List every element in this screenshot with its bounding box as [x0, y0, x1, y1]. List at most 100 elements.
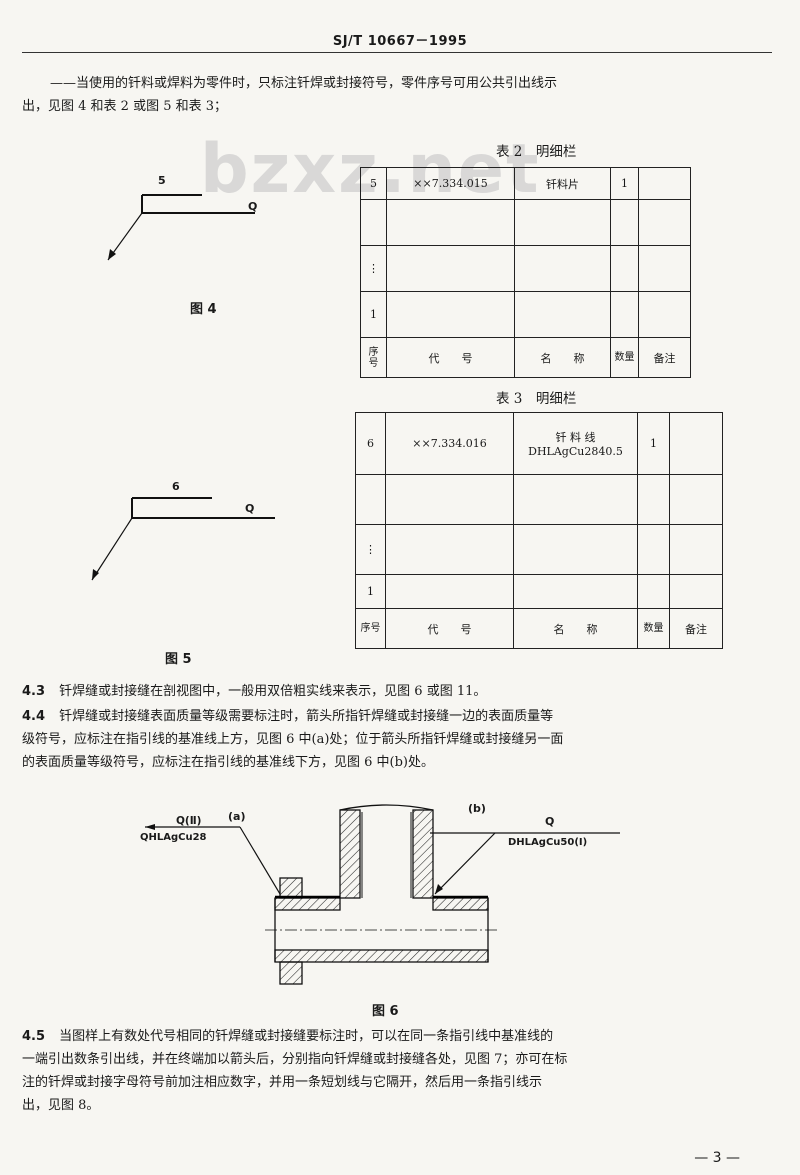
t2-h-qty: 数量	[610, 337, 639, 378]
t2-name	[514, 291, 611, 338]
t3-code	[385, 524, 514, 575]
page-number: — 3 —	[694, 1150, 740, 1166]
t3-remark	[669, 524, 723, 575]
section-4-3: 4.3 钎焊缝或封接缝在剖视图中，一般用双倍粗实线来表示，见图 6 或图 11。	[22, 680, 772, 703]
t3-remark	[669, 574, 723, 609]
section-4-3-number: 4.3	[22, 684, 46, 699]
section-4-5-line1: 当图样上有数处代号相同的钎焊缝或封接缝要标注时，可以在同一条指引线中基准线的	[59, 1029, 554, 1044]
t3-seq: 1	[355, 574, 386, 609]
t3-name	[513, 524, 638, 575]
fig6-label-b: (b)	[468, 802, 486, 815]
section-4-4-line3: 的表面质量等级符号，应标注在指引线的基准线下方，见图 6 中(b)处。	[22, 755, 435, 770]
figure-5-drawing	[91, 497, 275, 581]
table3-caption: 表 3 明细栏	[496, 391, 577, 407]
section-4-4-number: 4.4	[22, 709, 46, 724]
t3-name	[513, 574, 638, 609]
t2-h-code: 代 号	[386, 337, 515, 378]
t2-remark	[638, 167, 691, 200]
table-2: 5 ××7.334.015 钎料片 1 ⋮ 1 序号 代 号 名 称 数量 备注	[360, 167, 691, 378]
t3-h-name: 名 称	[513, 608, 638, 649]
section-4-4-line1: 钎焊缝或封接缝表面质量等级需要标注时，箭头所指钎焊缝或封接缝一边的表面质量等	[59, 709, 554, 724]
figure-6-drawing	[145, 804, 620, 985]
t2-code: ××7.334.015	[386, 167, 515, 200]
t3-name: 钎 料 线 DHLAgCu2840.5	[513, 412, 638, 475]
t2-code	[386, 291, 515, 338]
table-row: 1	[355, 574, 723, 609]
t2-code	[386, 245, 515, 292]
table-row: ⋮	[355, 524, 723, 575]
section-4-3-text: 钎焊缝或封接缝在剖视图中，一般用双倍粗实线来表示，见图 6 或图 11。	[59, 684, 487, 699]
fig6-b-bottom: DHLAgCu50(Ⅰ)	[508, 837, 588, 848]
t3-qty: 1	[637, 412, 670, 475]
fig6-b-top: Q	[545, 815, 555, 828]
fig5-symbol: Q	[245, 502, 255, 515]
t2-remark	[638, 245, 691, 292]
t3-name-line1: 钎 料 线	[555, 431, 596, 444]
fig6-a-bottom: QHLAgCu28	[140, 832, 207, 843]
header-rule	[22, 52, 772, 53]
intro-paragraph: ——当使用的钎料或焊料为零件时，只标注钎焊或封接符号，零件序号可用公共引出线示 …	[22, 72, 772, 118]
t3-name-line2: DHLAgCu2840.5	[528, 445, 623, 458]
t2-remark	[638, 199, 691, 246]
table-row: 1	[360, 291, 691, 338]
fig4-seq-number: 5	[158, 174, 166, 187]
t3-qty	[637, 524, 670, 575]
t3-seq: 6	[355, 412, 386, 475]
table-row: 5 ××7.334.015 钎料片 1	[360, 167, 691, 200]
t2-h-name: 名 称	[514, 337, 611, 378]
t3-h-qty: 数量	[637, 608, 670, 649]
t2-seq: ⋮	[360, 245, 387, 292]
intro-line-1: ——当使用的钎料或焊料为零件时，只标注钎焊或封接符号，零件序号可用公共引出线示	[50, 76, 558, 91]
t3-code	[385, 474, 514, 525]
section-4-5: 4.5 当图样上有数处代号相同的钎焊缝或封接缝要标注时，可以在同一条指引线中基准…	[22, 1025, 772, 1117]
t2-seq	[360, 199, 387, 246]
t3-name	[513, 474, 638, 525]
t2-qty	[610, 291, 639, 338]
t3-seq: ⋮	[355, 524, 386, 575]
t3-code	[385, 574, 514, 609]
t3-qty	[637, 474, 670, 525]
t3-h-remark: 备注	[669, 608, 723, 649]
t2-qty	[610, 245, 639, 292]
t2-h-remark: 备注	[638, 337, 691, 378]
intro-line-2: 出，见图 4 和表 2 或图 5 和表 3；	[22, 99, 228, 114]
table-row: ⋮	[360, 245, 691, 292]
fig4-symbol: Q	[248, 200, 258, 213]
fig5-caption: 图 5	[165, 652, 192, 667]
t2-qty	[610, 199, 639, 246]
t2-seq: 5	[360, 167, 387, 200]
fig6-a-top: Q(Ⅱ)	[176, 815, 202, 827]
t3-remark	[669, 412, 723, 475]
section-4-5-number: 4.5	[22, 1029, 46, 1044]
t2-name: 钎料片	[514, 167, 611, 200]
section-4-5-line3: 注的钎焊或封接字母符号前加注相应数字，并用一条短划线与它隔开，然后用一条指引线示	[22, 1075, 543, 1090]
section-4-4-line2: 级符号，应标注在指引线的基准线上方，见图 6 中(a)处；位于箭头所指钎焊缝或封…	[22, 732, 564, 747]
t2-remark	[638, 291, 691, 338]
section-4-5-line4: 出，见图 8。	[22, 1098, 100, 1113]
fig6-label-a: (a)	[228, 810, 246, 823]
t2-h-seq: 序号	[360, 337, 387, 378]
fig4-caption: 图 4	[190, 302, 217, 317]
table-3: 6 ××7.334.016 钎 料 线 DHLAgCu2840.5 1 ⋮ 1 …	[355, 412, 723, 649]
t3-seq	[355, 474, 386, 525]
t2-name	[514, 199, 611, 246]
t2-name	[514, 245, 611, 292]
table-row	[360, 199, 691, 246]
table-row: 6 ××7.334.016 钎 料 线 DHLAgCu2840.5 1	[355, 412, 723, 475]
t3-remark	[669, 474, 723, 525]
fig5-seq-number: 6	[172, 480, 180, 493]
section-4-4: 4.4 钎焊缝或封接缝表面质量等级需要标注时，箭头所指钎焊缝或封接缝一边的表面质…	[22, 705, 772, 774]
table-header-row: 序号 代 号 名 称 数量 备注	[360, 337, 691, 378]
t3-h-seq: 序号	[355, 608, 386, 649]
table-row	[355, 474, 723, 525]
fig6-caption: 图 6	[372, 1004, 399, 1019]
figure-4-drawing	[107, 194, 255, 261]
t2-code	[386, 199, 515, 246]
doc-header: SJ/T 10667－1995	[332, 34, 468, 49]
t3-code: ××7.334.016	[385, 412, 514, 475]
t2-seq: 1	[360, 291, 387, 338]
t3-h-code: 代 号	[385, 608, 514, 649]
section-4-5-line2: 一端引出数条引出线，并在终端加以箭头后，分别指向钎焊缝或封接缝各处，见图 7；亦…	[22, 1052, 568, 1067]
table2-caption: 表 2 明细栏	[496, 144, 577, 160]
t3-qty	[637, 574, 670, 609]
